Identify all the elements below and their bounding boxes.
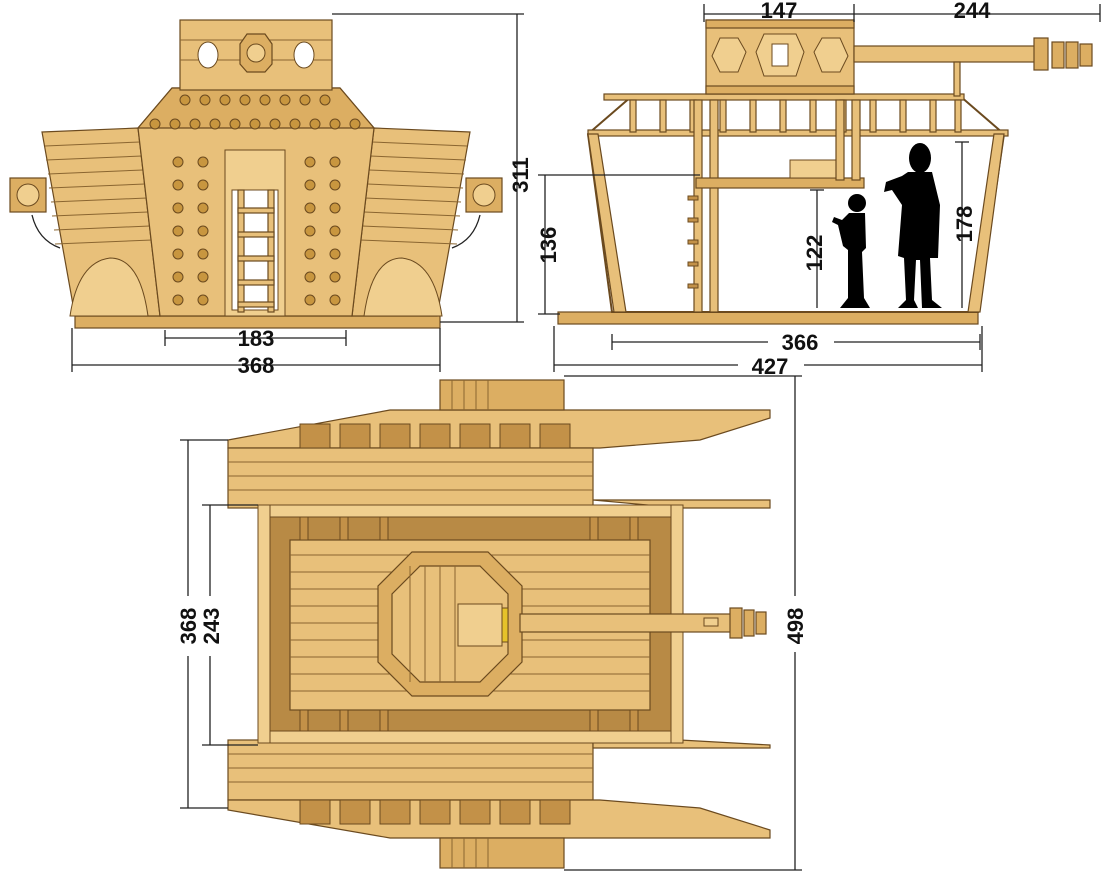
front-left-wing [9, 127, 161, 317]
side-dims: 147 244 136 122 178 366 427 [536, 0, 1101, 379]
top-view: 368 243 498 [176, 375, 808, 871]
front-height-label: 311 [508, 157, 533, 193]
adult-height-label: 178 [952, 206, 977, 243]
side-barrel-length-label: 244 [954, 0, 991, 23]
side-view: 147 244 136 122 178 366 427 [536, 0, 1101, 379]
side-barrel [853, 37, 1093, 97]
front-bolts-top [149, 94, 361, 130]
front-total-width-label: 368 [238, 353, 275, 378]
side-cabin-width-label: 147 [761, 0, 798, 23]
child-silhouette [832, 194, 870, 308]
side-ladder [687, 195, 699, 289]
side-platform-height-label: 136 [536, 227, 561, 264]
side-total-width-label: 427 [752, 354, 789, 379]
top-turret [377, 551, 523, 697]
top-barrel [519, 607, 767, 639]
top-inner-width-label: 243 [199, 608, 224, 645]
top-hull-posts [299, 516, 639, 732]
front-inner-width-label: 183 [238, 326, 275, 351]
front-ladder [237, 189, 275, 313]
top-total-length-label: 498 [783, 608, 808, 645]
top-outer-width-label: 368 [176, 608, 201, 645]
side-turret [705, 19, 855, 95]
front-turret [179, 19, 333, 91]
side-railing [587, 93, 1009, 137]
child-height-label: 122 [802, 235, 827, 272]
top-tracks-top [299, 423, 571, 449]
adult-silhouette [884, 143, 942, 308]
front-bolts-side [172, 156, 341, 306]
front-view: 183 368 311 [9, 13, 533, 378]
side-base-width-label: 366 [782, 330, 819, 355]
top-dims: 368 243 498 [176, 375, 808, 871]
front-right-wing [351, 127, 503, 317]
top-tracks-bottom [299, 799, 571, 825]
front-dims: 183 368 311 [71, 13, 533, 378]
